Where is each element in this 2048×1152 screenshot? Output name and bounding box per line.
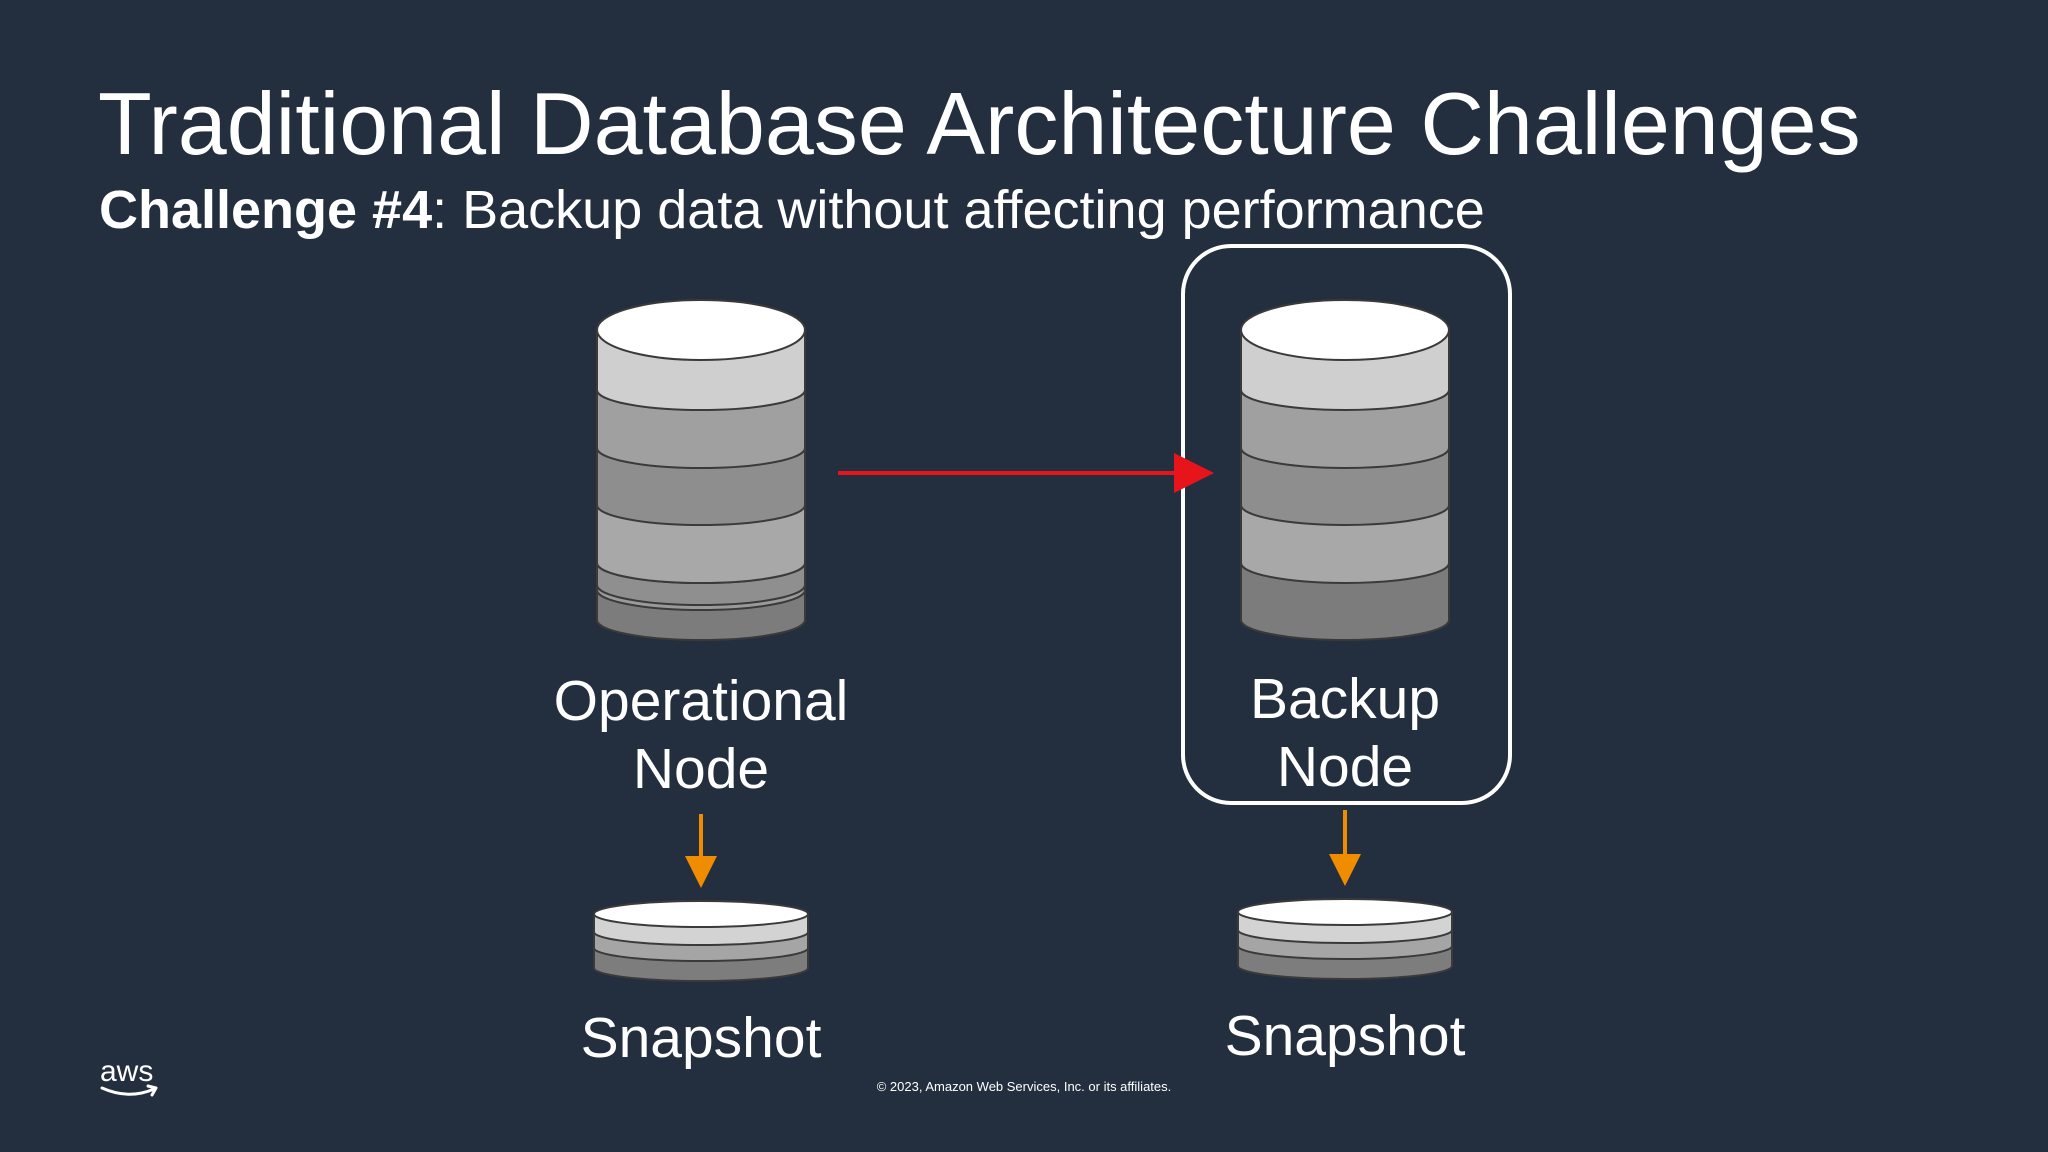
backup-node-label-line1: Backup: [1249, 667, 1441, 731]
challenge-number: Challenge #4: [99, 180, 433, 240]
snapshot-right-icon: [1237, 898, 1453, 980]
backup-database-icon: [1240, 299, 1450, 641]
challenge-description: : Backup data without affecting performa…: [432, 180, 1485, 240]
slide-subtitle: Challenge #4: Backup data without affect…: [99, 178, 1485, 242]
operational-node-label-line1: Operational: [553, 669, 849, 733]
operational-database-icon: [596, 299, 806, 641]
backup-node-label: Backup Node: [1145, 665, 1545, 801]
aws-logo-text: aws: [100, 1056, 153, 1088]
copyright-footer: © 2023, Amazon Web Services, Inc. or its…: [876, 1079, 1172, 1094]
snapshot-left-label: Snapshot: [580, 1006, 822, 1070]
snapshot-left-icon: [593, 900, 809, 982]
operational-node-label: Operational Node: [501, 667, 901, 803]
backup-node-highlight: [1181, 244, 1512, 805]
operational-node-label-line2: Node: [632, 737, 770, 801]
slide-title: Traditional Database Architecture Challe…: [98, 74, 1861, 173]
aws-logo: aws: [98, 1055, 162, 1105]
backup-node-label-line2: Node: [1276, 735, 1414, 799]
snapshot-right-label: Snapshot: [1224, 1004, 1466, 1068]
